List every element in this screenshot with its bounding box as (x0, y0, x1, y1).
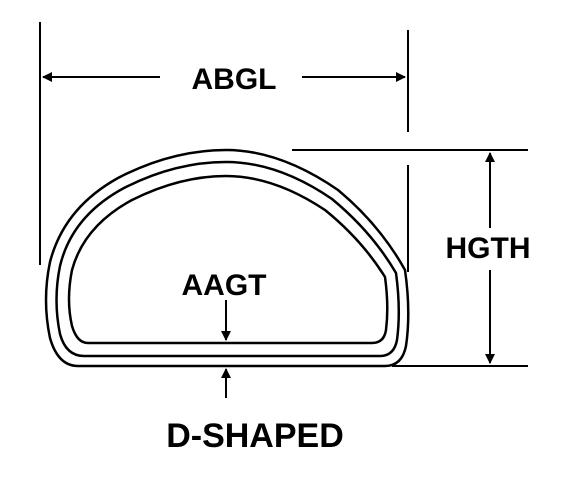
d-shape-wall-inner-edge (55, 160, 401, 358)
width-label: ABGL (192, 63, 277, 96)
shape-caption: D-SHAPED (166, 417, 344, 455)
height-label: HGTH (446, 232, 531, 265)
d-shape-inner-outline (67, 174, 389, 345)
d-shape-outer-outline (44, 148, 410, 368)
wall-thickness-label: AAGT (182, 269, 267, 302)
